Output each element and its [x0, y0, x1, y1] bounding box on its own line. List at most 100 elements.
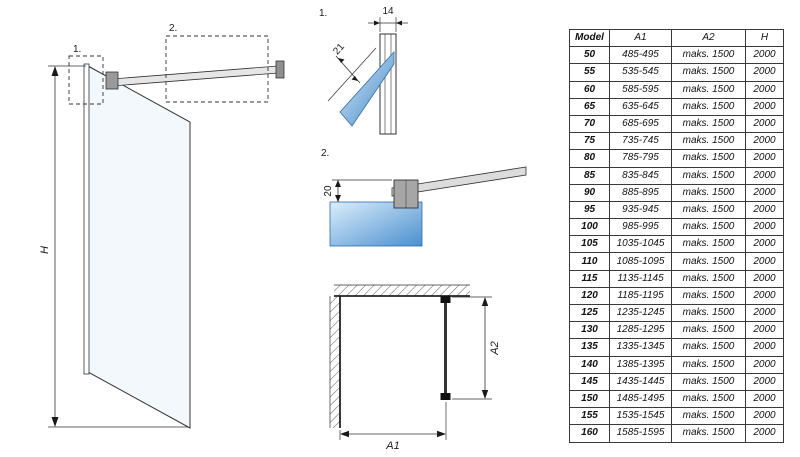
col-header-h: H	[745, 28, 784, 48]
wall-profile	[83, 63, 90, 375]
dimension-a1: A1	[339, 402, 447, 452]
dimension-h: H	[39, 65, 188, 428]
cell-a1: 835-845	[609, 166, 672, 185]
cell-model: 105	[569, 235, 610, 254]
cell-model: 130	[569, 321, 610, 340]
glass-pane-detail1	[339, 50, 395, 127]
cell-a2: maks. 1500	[671, 372, 746, 391]
col-header-a1: A1	[609, 28, 672, 48]
plan-view: A2 A1	[329, 284, 501, 452]
wall-bracket	[275, 60, 285, 79]
support-bar	[111, 65, 279, 87]
cell-a2: maks. 1500	[671, 355, 746, 374]
table-header-row: Model A1 A2 H	[569, 28, 784, 48]
cell-model: 55	[569, 63, 610, 82]
cell-model: 140	[569, 355, 610, 374]
cell-a2: maks. 1500	[671, 46, 746, 65]
cell-a1: 485-495	[609, 46, 672, 65]
cell-a1: 1385-1395	[609, 355, 672, 374]
a1-dim-label: A1	[385, 440, 399, 452]
cell-h: 2000	[745, 407, 784, 426]
cell-a1: 735-745	[609, 132, 672, 151]
cell-model: 50	[569, 46, 610, 65]
cell-a1: 1085-1095	[609, 252, 672, 271]
arrow-up-left-icon	[338, 58, 345, 63]
arrow-down-icon	[481, 390, 489, 399]
cell-h: 2000	[745, 286, 784, 306]
cell-a2: maks. 1500	[671, 407, 746, 426]
cell-a2: maks. 1500	[671, 132, 746, 151]
cell-a2: maks. 1500	[671, 286, 746, 306]
cell-model: 80	[569, 149, 610, 168]
cell-a2: maks. 1500	[671, 338, 746, 357]
cell-a2: maks. 1500	[671, 166, 746, 185]
dim-14-label: 14	[382, 6, 394, 17]
main-isometric-view: H 1. 2.	[39, 23, 285, 429]
cell-h: 2000	[745, 424, 784, 443]
support-bar-detail2	[391, 166, 527, 197]
top-wall	[334, 284, 470, 297]
cell-model: 60	[569, 80, 610, 99]
cell-h: 2000	[745, 166, 784, 185]
cell-h: 2000	[745, 252, 784, 271]
dimension-a2: A2	[452, 296, 501, 400]
cell-a2: maks. 1500	[671, 63, 746, 82]
dim-21-label: 21	[331, 41, 347, 57]
cell-h: 2000	[745, 80, 784, 99]
cell-model: 160	[569, 424, 610, 443]
callout-2: 2.	[165, 23, 269, 103]
cell-model: 135	[569, 338, 610, 357]
cell-h: 2000	[745, 235, 784, 254]
cell-model: 100	[569, 218, 610, 237]
cell-h: 2000	[745, 114, 784, 134]
cell-a2: maks. 1500	[671, 218, 746, 237]
cell-a1: 885-895	[609, 183, 672, 202]
cell-model: 145	[569, 372, 610, 391]
arrow-up-icon	[335, 180, 341, 187]
cell-a2: maks. 1500	[671, 149, 746, 168]
cell-a1: 985-995	[609, 218, 672, 237]
cell-h: 2000	[745, 389, 784, 409]
detail-1-view: 1. 14 21	[319, 6, 408, 135]
cell-model: 90	[569, 183, 610, 202]
arrow-left-icon	[396, 20, 402, 26]
cell-a2: maks. 1500	[671, 303, 746, 323]
cell-a1: 1235-1245	[609, 303, 672, 323]
cell-a2: maks. 1500	[671, 97, 746, 116]
arrow-down-right-icon	[351, 76, 358, 81]
cell-h: 2000	[745, 355, 784, 374]
cell-model: 65	[569, 97, 610, 116]
glass-pane-detail2	[329, 201, 423, 247]
dimension-14: 14	[368, 6, 408, 32]
callout-2-box	[165, 35, 269, 103]
cell-a2: maks. 1500	[671, 200, 746, 220]
cell-h: 2000	[745, 372, 784, 391]
detail-2-view: 2. 20	[321, 148, 527, 247]
cell-a1: 1485-1495	[609, 389, 672, 409]
dimension-20: 20	[323, 179, 392, 202]
cell-h: 2000	[745, 200, 784, 220]
arrow-left-icon	[340, 430, 349, 438]
cell-h: 2000	[745, 63, 784, 82]
cell-model: 155	[569, 407, 610, 426]
cell-a1: 935-945	[609, 200, 672, 220]
col-header-model: Model	[569, 28, 610, 48]
callout-1: 1.	[68, 44, 104, 105]
cell-a2: maks. 1500	[671, 235, 746, 254]
cell-a2: maks. 1500	[671, 389, 746, 409]
cell-a1: 1585-1595	[609, 424, 672, 443]
cell-a1: 1435-1445	[609, 372, 672, 391]
arrow-up-icon	[51, 66, 59, 76]
cell-model: 115	[569, 269, 610, 288]
cell-h: 2000	[745, 183, 784, 202]
